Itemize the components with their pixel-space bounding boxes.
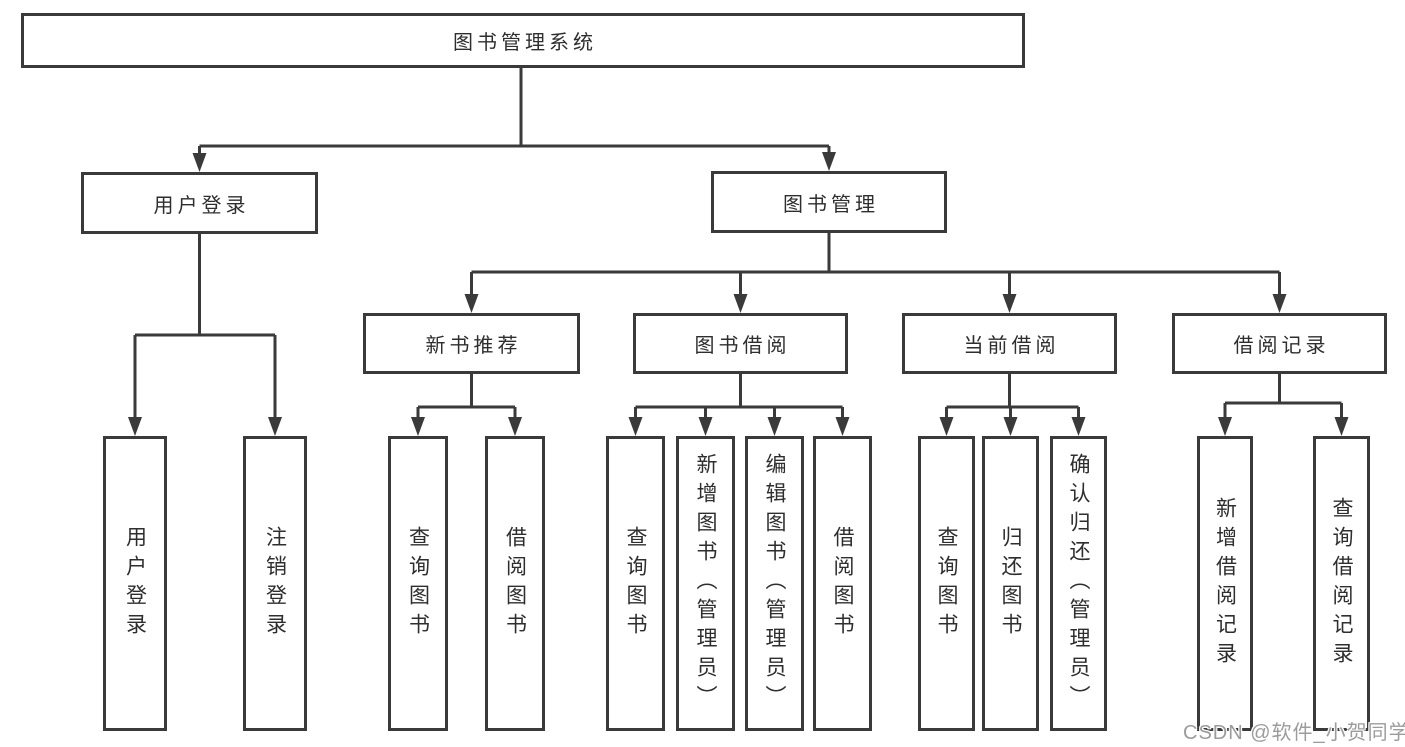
- leaf-label: 编辑图书（管理员）: [763, 453, 786, 714]
- watermark: CSDN @软件_小贺同学: [1183, 722, 1405, 744]
- leaf-label: 新增图书（管理员）: [694, 453, 717, 714]
- leaf-edit-books-admin: 编辑图书（管理员）: [745, 436, 804, 731]
- node-borrow-records: 借阅记录: [1172, 313, 1387, 374]
- leaf-label: 查询图书: [935, 525, 958, 642]
- leaf-logout: 注销登录: [243, 436, 307, 731]
- leaf-borrow-books-recommend: 借阅图书: [485, 436, 545, 731]
- leaf-add-borrow-record: 新增借阅记录: [1197, 436, 1253, 731]
- leaf-add-books-admin: 新增图书（管理员）: [676, 436, 735, 731]
- leaf-return-books: 归还图书: [982, 436, 1039, 731]
- leaf-query-borrow-record: 查询借阅记录: [1313, 436, 1370, 731]
- leaf-label: 确认归还（管理员）: [1067, 453, 1090, 714]
- leaf-label: 用户登录: [123, 525, 147, 642]
- leaf-query-books-borrow: 查询图书: [606, 436, 665, 731]
- leaf-label: 查询图书: [406, 525, 430, 642]
- leaf-label: 新增借阅记录: [1213, 496, 1237, 671]
- leaf-query-books-recommend: 查询图书: [388, 436, 448, 731]
- leaf-label: 查询借阅记录: [1330, 496, 1353, 671]
- node-book-management: 图书管理: [711, 171, 947, 233]
- leaf-label: 归还图书: [999, 525, 1022, 642]
- leaf-label: 注销登录: [263, 525, 287, 642]
- node-book-borrow: 图书借阅: [633, 313, 848, 374]
- leaf-borrow-books: 借阅图书: [813, 436, 872, 731]
- node-library-management-system: 图书管理系统: [21, 13, 1025, 68]
- leaf-label: 借阅图书: [503, 525, 527, 642]
- node-user-login: 用户登录: [81, 172, 318, 234]
- leaf-confirm-return-admin: 确认归还（管理员）: [1050, 436, 1107, 731]
- node-current-borrow: 当前借阅: [902, 313, 1117, 374]
- node-new-book-recommend: 新书推荐: [363, 313, 580, 374]
- leaf-label: 查询图书: [624, 525, 647, 642]
- leaf-query-books-current: 查询图书: [918, 436, 975, 731]
- leaf-label: 借阅图书: [831, 525, 854, 642]
- leaf-user-login: 用户登录: [103, 436, 167, 731]
